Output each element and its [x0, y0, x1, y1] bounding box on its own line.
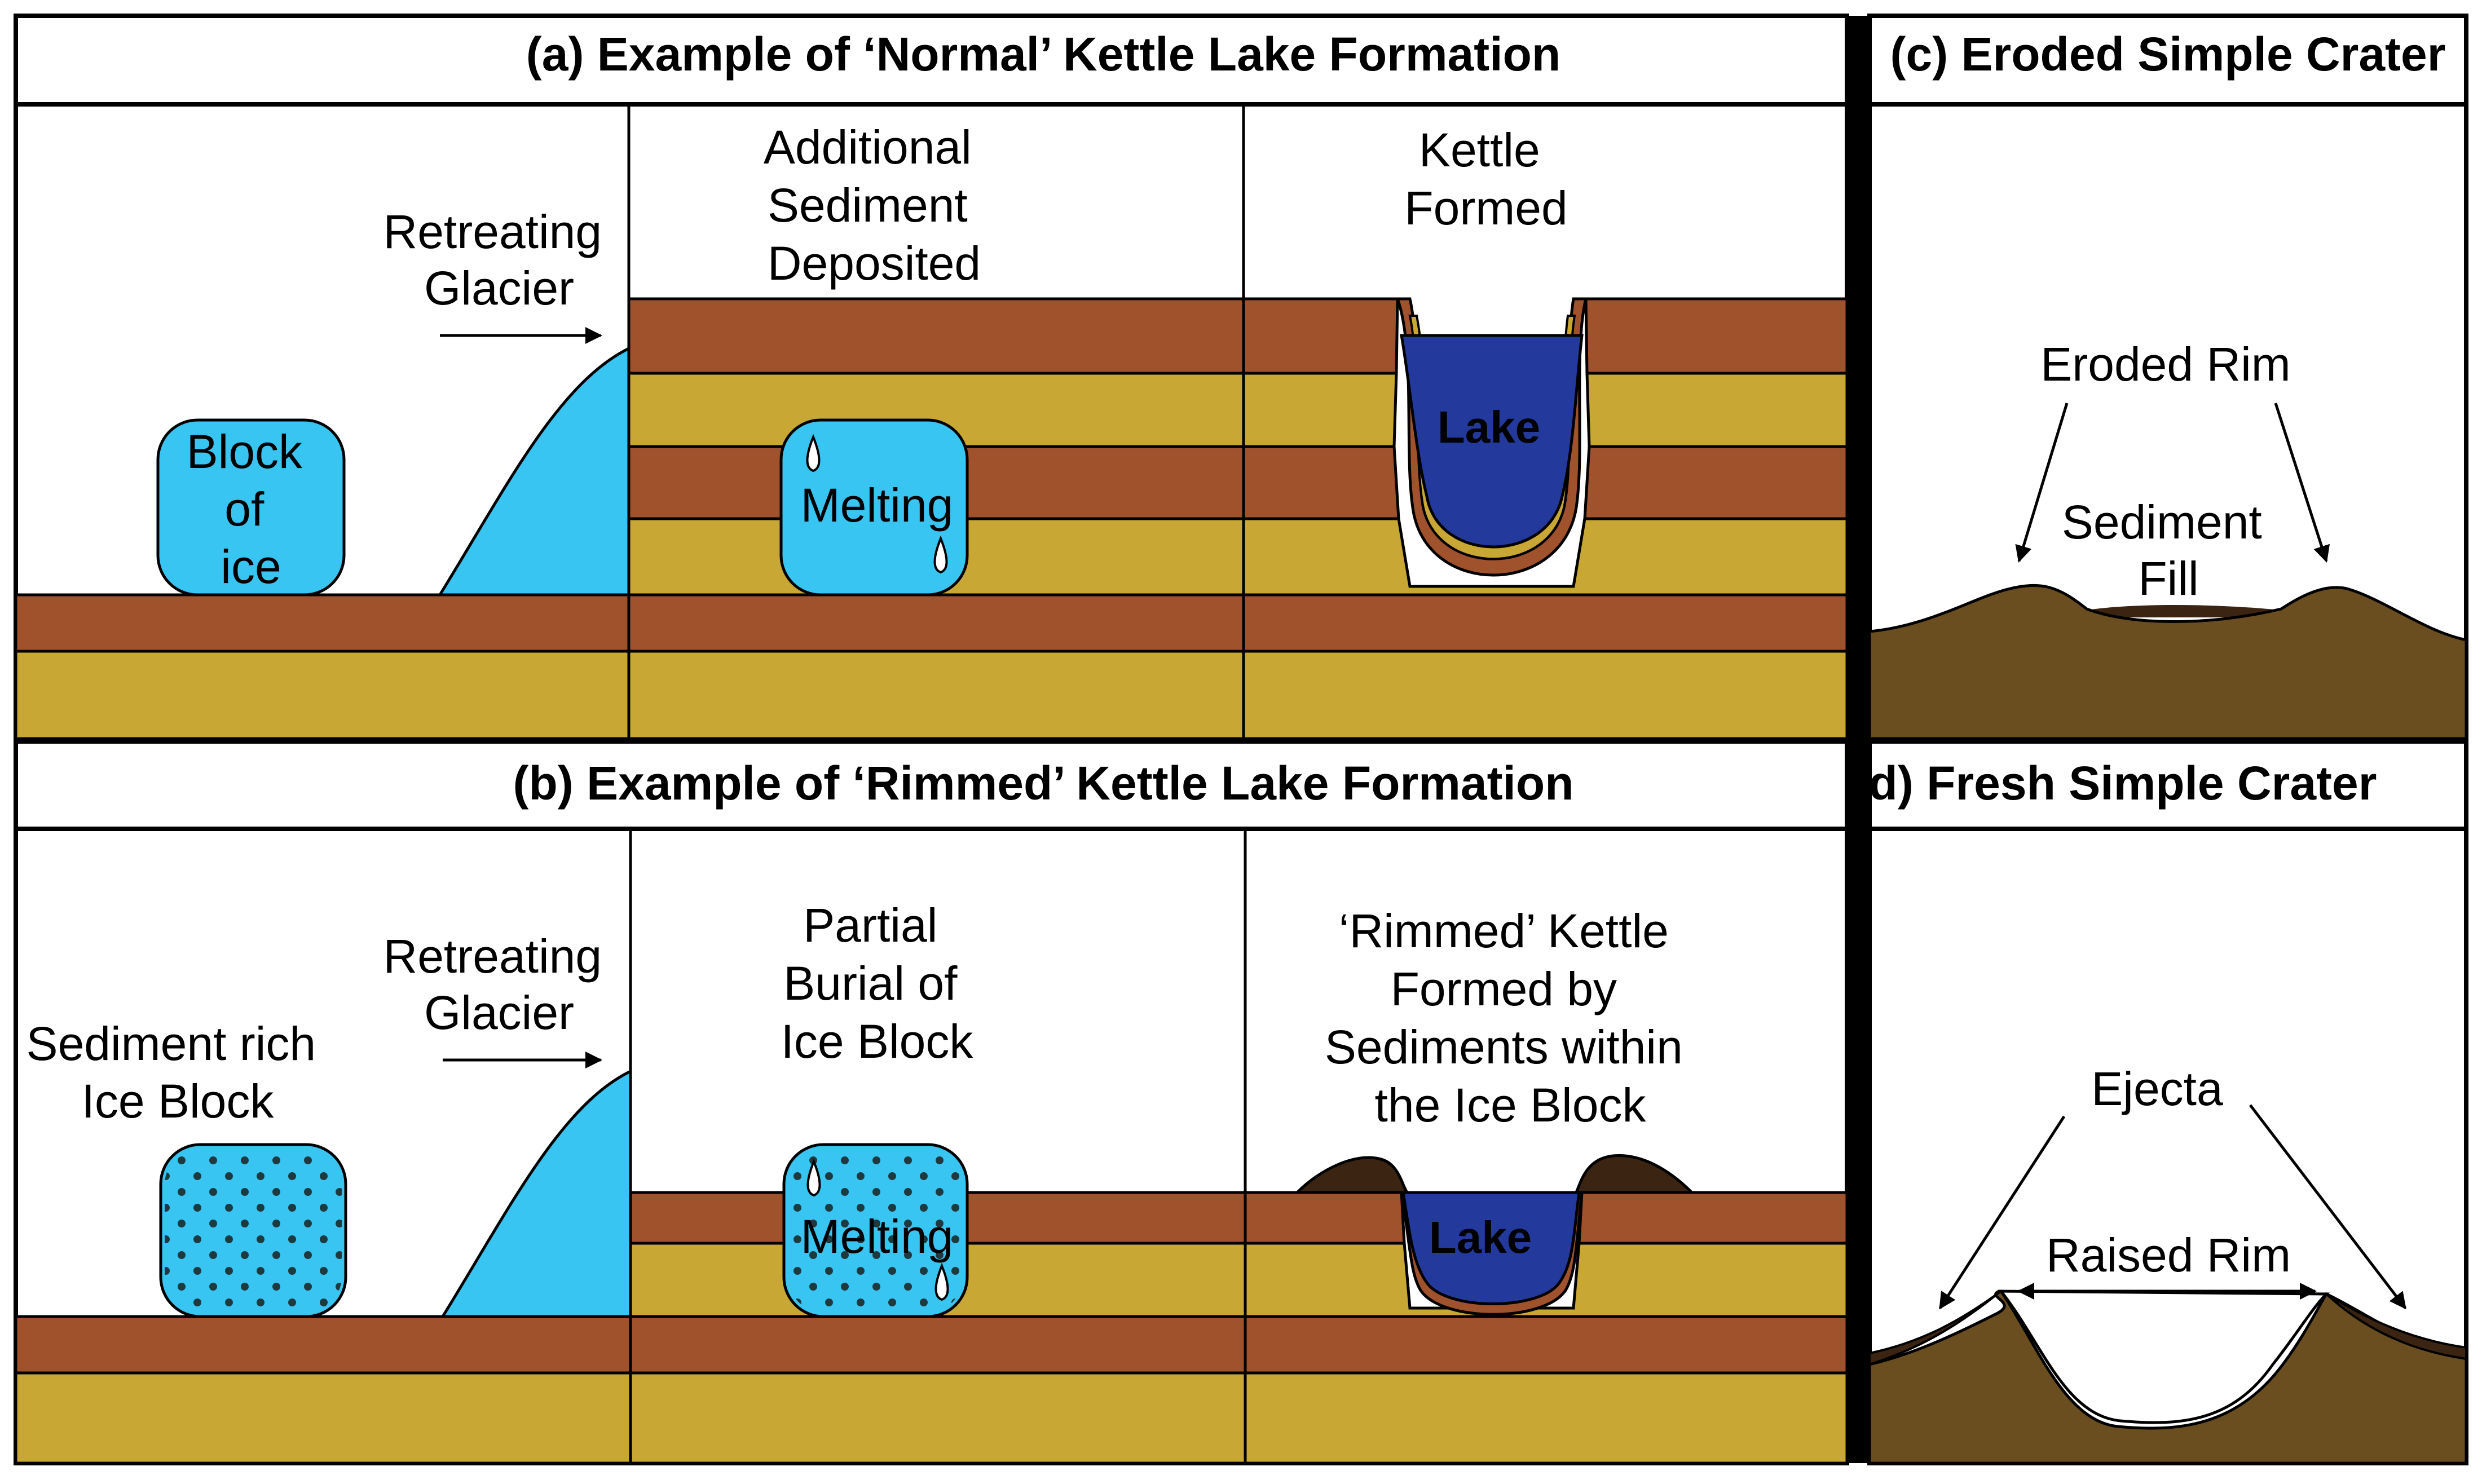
melting-ice-block	[779, 418, 969, 597]
panel-a-stage-3: Lake Kettle Formed	[1244, 123, 1847, 739]
water-drop-icon	[934, 1262, 949, 1301]
rim-arrow	[2274, 403, 2330, 563]
rim-arrow	[2015, 403, 2069, 563]
ejecta-arrow	[2249, 1104, 2406, 1310]
lake-label: Lake	[1438, 402, 1540, 452]
brown-layer	[1244, 1315, 1847, 1375]
brown-layer	[629, 1315, 1247, 1375]
eroded-crater-profile	[1868, 584, 2468, 740]
sediment-dots	[165, 1149, 342, 1313]
crater-bowl	[1998, 1289, 2330, 1424]
stage-label: ‘Rimmed’ Kettle	[1339, 904, 1669, 957]
glacier-label: Retreating	[383, 205, 602, 258]
stage-label: Formed	[1404, 182, 1567, 235]
ice-label: ice	[221, 540, 281, 593]
sediment-fill-label: Fill	[2138, 552, 2198, 605]
sediment-dots	[788, 1149, 963, 1313]
stage-label: Kettle	[1419, 123, 1540, 176]
stage-label: Sediments within	[1325, 1021, 1683, 1074]
panel-a-stage-2: Melting Additional Sediment Deposited	[627, 121, 1245, 740]
yellow-layer	[629, 1371, 1247, 1465]
svg-text:Retreating Glacier: Retreating Glacier	[383, 205, 615, 315]
svg-text:Sediment rich Ice Bloc: Sediment rich Ice Block	[27, 1017, 329, 1128]
panel-b-stage-2: Melting Partial Burial of Ice Block	[629, 899, 1247, 1465]
brown-layer	[14, 593, 631, 653]
ice-sediment-rim	[1574, 1154, 1696, 1194]
svg-text:‘Rimmed’ Kettle Formed: ‘Rimmed’ Kettle Formed by Sediments with…	[1325, 904, 1696, 1132]
brown-layer	[14, 1315, 632, 1375]
ejecta-arrow	[1938, 1115, 2066, 1310]
panel-a-stage-1: Block of ice Retreating Glacier	[14, 205, 631, 740]
brown-layer	[627, 297, 1245, 375]
ice-label: Ice Block	[82, 1075, 275, 1128]
stage-label: the Ice Block	[1375, 1079, 1647, 1132]
brown-layer	[627, 593, 1245, 653]
ice-label: Sediment rich	[27, 1017, 316, 1070]
panel-b-stage-3: Lake ‘Rimmed’ Kettle Formed by Sediments…	[1244, 904, 1847, 1463]
yellow-layer	[1244, 1371, 1847, 1463]
brown-layer	[1244, 593, 1847, 653]
svg-text:Kettle Formed: Kettle Formed	[1404, 123, 1567, 235]
yellow-layer	[14, 1371, 632, 1465]
ice-sediment-rim	[1293, 1156, 1410, 1194]
glacier	[440, 1068, 632, 1318]
panel-a-title: (a) Example of ‘Normal’ Kettle Lake Form…	[526, 28, 1560, 81]
svg-text:Retreating Glacier: Retreating Glacier	[383, 930, 615, 1039]
brown-layer	[1244, 297, 1847, 375]
ejecta-label: Ejecta	[2091, 1062, 2223, 1115]
svg-text:Block of ice: Block of ice	[187, 425, 316, 593]
panel-b-stage-1: Sediment rich Ice Block Retreating Glaci…	[14, 930, 632, 1465]
stage-label: Sediment	[768, 179, 968, 232]
svg-text:Partial Burial of: Partial Burial of Ice Block	[781, 899, 974, 1068]
water-drop-icon	[806, 1158, 821, 1197]
lake	[1400, 334, 1584, 549]
stage-label: Partial	[803, 899, 937, 952]
water-drop-icon	[933, 535, 948, 574]
sediment-fill-label: Sediment	[2062, 496, 2262, 549]
sediment-fill	[2087, 605, 2281, 617]
melting-label: Melting	[801, 1210, 954, 1263]
panel-d-title: (d) Fresh Simple Crater	[1853, 757, 2377, 810]
panel-c: (c) Eroded Simple Crater Eroded Rim Sedi…	[1867, 14, 2468, 741]
panel-b-title: (b) Example of ‘Rimmed’ Kettle Lake Form…	[513, 757, 1573, 810]
melting-label: Melting	[801, 479, 954, 532]
panel-b: (b) Example of ‘Rimmed’ Kettle Lake Form…	[14, 739, 1849, 1465]
panel-a: (a) Example of ‘Normal’ Kettle Lake Form…	[14, 14, 1849, 741]
lake-label: Lake	[1429, 1212, 1532, 1262]
ice-block	[156, 418, 346, 597]
glacier	[437, 346, 631, 597]
stage-label: Ice Block	[781, 1015, 974, 1068]
panel-c-title: (c) Eroded Simple Crater	[1890, 28, 2446, 81]
ice-label: Block	[187, 425, 303, 478]
ice-label: of	[224, 483, 264, 536]
stage-label: Deposited	[768, 237, 981, 290]
yellow-layer	[14, 650, 631, 740]
panel-d: (d) Fresh Simple Crater Ejecta Raised Ri…	[1853, 739, 2468, 1465]
ejecta-layer	[2325, 1293, 2467, 1361]
svg-text:Sediment Fill: Sediment Fill	[2062, 496, 2275, 605]
raised-rim-label: Raised Rim	[2046, 1229, 2291, 1282]
glacier-label: Glacier	[424, 262, 574, 315]
svg-text:Additional Sediment: Additional Sediment Deposited	[764, 121, 985, 290]
yellow-layer	[627, 650, 1245, 740]
water-drop-icon	[806, 434, 821, 472]
yellow-layer	[1244, 650, 1847, 739]
eroded-rim-label: Eroded Rim	[2040, 338, 2291, 391]
lake	[1401, 1191, 1581, 1305]
glacier-label: Retreating	[383, 930, 602, 983]
glacier-label: Glacier	[424, 986, 574, 1039]
stage-label: Burial of	[783, 957, 958, 1010]
stage-label: Additional	[764, 121, 972, 174]
stage-label: Formed by	[1391, 962, 1617, 1015]
